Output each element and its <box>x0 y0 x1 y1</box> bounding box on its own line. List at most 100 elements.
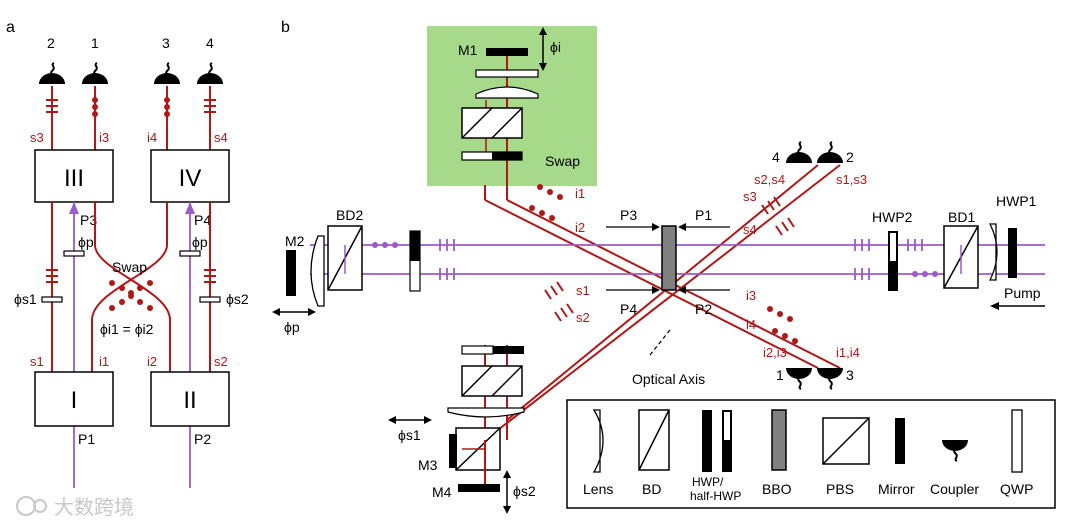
p1-label-a: P1 <box>78 431 95 447</box>
legend-label: Mirror <box>878 481 915 497</box>
phi-i-label-b: ϕi <box>550 39 561 55</box>
p3-label: P3 <box>80 212 97 228</box>
legend-icons <box>592 409 1023 473</box>
signal-idler-beams <box>484 164 841 441</box>
panel-a-pump <box>63 202 201 488</box>
legend-label: BBO <box>762 481 792 497</box>
mode-label: i3 <box>99 130 109 145</box>
beam-label: s1 <box>576 283 590 298</box>
detector-label-b: 3 <box>846 367 854 383</box>
phi-s2-label-b: ϕs2 <box>513 483 536 499</box>
beam-label: i3 <box>746 288 756 303</box>
box-ii <box>150 371 230 427</box>
optical-axis-line <box>649 329 671 356</box>
phi-i-label: ϕi1 = ϕi2 <box>100 321 154 337</box>
m3-label: M3 <box>418 457 438 473</box>
box-iv-label: IV <box>179 165 202 192</box>
p2-label-a: P2 <box>194 431 211 447</box>
coupler-icon <box>153 62 181 85</box>
lower-mode-label: s2 <box>214 354 228 369</box>
box-i <box>34 371 114 427</box>
phi-s1-label: ϕs1 <box>14 291 37 307</box>
phi-p-right: ϕp <box>192 234 208 250</box>
phi-s2-arrow <box>503 470 511 514</box>
phi-p-left: ϕp <box>78 234 94 250</box>
bbo-crystal <box>661 225 677 291</box>
mode-label-b: i1,i4 <box>836 345 860 360</box>
lower-mode-label: s1 <box>30 354 44 369</box>
beam-label: i1 <box>575 186 585 201</box>
pump-label: Pump <box>1004 285 1041 301</box>
coupler-icon <box>38 62 66 85</box>
top-detectors <box>785 141 844 164</box>
m4-label: M4 <box>432 484 452 500</box>
coupler-icon <box>785 141 813 164</box>
bottom-detectors <box>785 367 844 390</box>
coupler-icon <box>785 367 813 390</box>
box-ii-label: II <box>183 387 196 414</box>
mode-label: s4 <box>214 130 228 145</box>
detector-label: 1 <box>91 35 99 51</box>
coupler-icon <box>816 367 844 390</box>
lower-mode-label: i1 <box>99 354 109 369</box>
coupler-icon <box>81 62 109 85</box>
swap-label-b: Swap <box>545 153 580 169</box>
detector-label: 2 <box>47 35 55 51</box>
coupler-icon <box>816 141 844 164</box>
p2-label-b: P2 <box>695 301 712 317</box>
p3-label-b: P3 <box>620 207 637 223</box>
coupler-icon <box>196 62 224 85</box>
panel-a-beams <box>46 86 216 150</box>
legend-label: Lens <box>583 481 613 497</box>
mode-label: i4 <box>147 130 157 145</box>
p4-label: P4 <box>194 212 211 228</box>
panel-a-signal-lower <box>41 202 221 372</box>
phi-i-arrow <box>539 27 547 71</box>
hwp2-label: HWP2 <box>872 209 913 225</box>
pump-arrow <box>990 302 1045 310</box>
lower-optics <box>447 345 525 492</box>
legend-label: QWP <box>1000 481 1033 497</box>
mirror-icon <box>1008 228 1017 278</box>
right-optics <box>888 223 1017 291</box>
mirror-icon <box>458 484 500 492</box>
hwp1-label: HWP1 <box>996 193 1037 209</box>
optical-axis-label: Optical Axis <box>632 371 705 387</box>
phi-s2-label: ϕs2 <box>226 291 249 307</box>
swap-optics <box>461 48 539 200</box>
detector-label-b: 2 <box>846 149 854 165</box>
legend-label: PBS <box>826 481 854 497</box>
phi-s1-arrow <box>388 416 432 424</box>
legend-label: Coupler <box>930 481 979 497</box>
watermark: 大数跨境 <box>16 496 134 519</box>
panel-a-detectors <box>38 62 224 85</box>
pump-beams <box>310 239 1045 280</box>
box-iii <box>34 149 114 203</box>
beam-label: i4 <box>746 317 756 332</box>
m2-label: M2 <box>285 233 305 249</box>
panel-a-letter: a <box>6 19 15 36</box>
mirror-icon <box>486 48 528 56</box>
left-optics <box>286 225 421 307</box>
box-i-label: I <box>71 387 78 414</box>
bd2-label: BD2 <box>336 207 363 223</box>
lower-mode-label: i2 <box>147 354 157 369</box>
phi-p-arrow <box>272 308 316 316</box>
swap-label-a: Swap <box>112 259 147 275</box>
legend-label: half-HWP <box>690 489 741 503</box>
beam-label: i2 <box>575 220 585 235</box>
p1-label-b: P1 <box>695 207 712 223</box>
detector-label-b: 1 <box>776 367 784 383</box>
watermark-text: 大数跨境 <box>54 496 134 519</box>
phi-s1-label-b: ϕs1 <box>398 427 421 443</box>
m1-label: M1 <box>458 42 478 58</box>
beam-label: s3 <box>743 189 757 204</box>
box-iv <box>150 149 230 203</box>
detector-label-b: 4 <box>772 149 780 165</box>
phi-p-label-b: ϕp <box>284 319 300 335</box>
box-iii-label: III <box>64 165 84 192</box>
mode-label: s3 <box>30 130 44 145</box>
mirror-icon <box>449 434 457 468</box>
p-arrows <box>606 226 730 291</box>
